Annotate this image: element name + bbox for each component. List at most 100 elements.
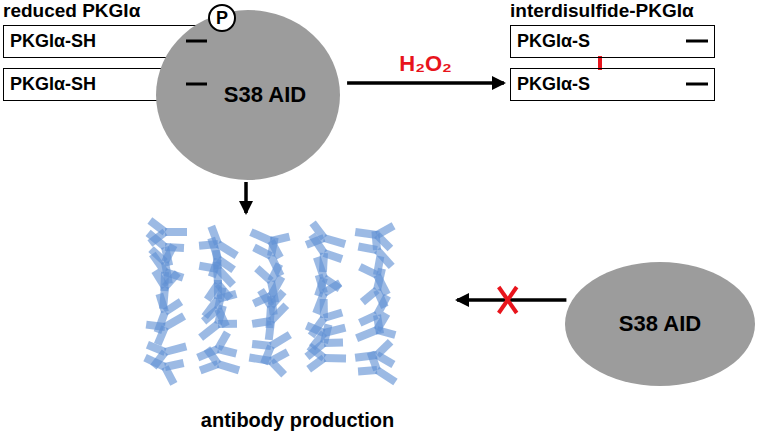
antibody-shape	[309, 346, 346, 369]
antibody-stem	[165, 228, 187, 236]
antibody-arm	[324, 283, 340, 293]
antibody-arm	[271, 237, 275, 256]
antibody-shape	[312, 235, 342, 272]
node-label: P	[216, 8, 228, 29]
protein-ellipse: S38 AID P	[156, 10, 340, 180]
antibody-stem	[211, 238, 218, 259]
antibody-arm	[324, 313, 342, 318]
antibody-arm	[360, 315, 377, 323]
antibody-shape	[358, 352, 395, 382]
antibody-shape	[358, 231, 391, 266]
edge-label: H₂O₂	[399, 51, 452, 77]
phospho-circle: P	[208, 4, 236, 32]
antibody-stem	[324, 238, 345, 244]
antibody-arm	[271, 361, 284, 375]
antibody-stem	[324, 328, 345, 333]
antibody-shape	[200, 349, 239, 371]
antibody-stem	[271, 335, 290, 346]
antibody-arm	[371, 352, 377, 370]
antibody-stem	[205, 299, 218, 317]
node-label: PKGIα-S	[511, 69, 714, 99]
antibody-shape	[211, 238, 233, 277]
antibody-arm	[218, 349, 236, 354]
arrow-connector	[347, 81, 504, 85]
antibody-stem	[377, 370, 395, 382]
antibody-stem	[316, 293, 324, 314]
antibody-arm	[377, 355, 393, 365]
antibody-stem	[165, 316, 184, 327]
cysteine-tick	[686, 83, 708, 86]
antibody-stem	[324, 354, 346, 362]
antibody-arm	[307, 326, 324, 333]
antibody-shape	[145, 358, 184, 384]
antibody-region: antibody production	[140, 215, 455, 433]
node-heading: reduced PKGIα	[3, 0, 214, 22]
antibody-stem	[251, 232, 271, 241]
antibody-shape	[205, 280, 237, 317]
antibody-stem	[218, 244, 237, 256]
antibody-shape	[254, 237, 281, 275]
antibody-shape	[357, 314, 396, 339]
antibody-stem	[312, 235, 324, 253]
antibody-arm	[212, 259, 218, 277]
antibody-arm	[362, 290, 377, 302]
node-label: PKGIα-S	[511, 26, 714, 56]
cysteine-tick	[186, 83, 207, 86]
ellipse-fill	[565, 262, 755, 386]
antibody-arm	[165, 367, 174, 384]
antibody-arm	[150, 221, 165, 232]
node-heading: antibody production	[201, 407, 394, 433]
antibody-shape	[249, 352, 287, 375]
cysteine-tick	[186, 40, 207, 43]
antibody-shape	[362, 269, 384, 308]
antibody-stem	[249, 358, 271, 361]
protein-ellipse: S38 AID	[565, 262, 755, 386]
antibody-arm	[375, 231, 377, 250]
antibody-arm	[254, 296, 271, 304]
antibody-arm	[147, 345, 165, 352]
antibody-arm	[165, 245, 174, 262]
antibody-stem	[357, 330, 377, 338]
arrow-connector	[244, 182, 248, 213]
cysteine-tick	[686, 40, 708, 43]
antibody-stem	[271, 256, 281, 276]
antibody-stem	[201, 324, 218, 338]
antibody-stem	[165, 262, 169, 284]
antibody-shape	[151, 245, 174, 284]
antibody-arm	[377, 330, 395, 335]
antibody-arm	[207, 349, 218, 364]
antibody-stem	[377, 269, 382, 290]
antibody-arm	[218, 320, 237, 328]
protein-box: PKGIα-S	[510, 25, 715, 58]
arrow-connector	[457, 298, 566, 302]
node-heading: interdisulfide-PKGIα	[510, 0, 759, 22]
antibody-shape	[316, 275, 340, 314]
node-group: interdisulfide-PKGIαPKGIα-S PKGIα-S	[510, 0, 759, 102]
node-label: S38 AID	[619, 311, 701, 337]
antibody-stem	[271, 277, 282, 296]
block-cross	[499, 287, 517, 313]
antibody-stem	[377, 250, 392, 266]
node-label: S38 AID	[224, 82, 306, 108]
antibody-shape	[146, 316, 184, 345]
antibody-arm	[252, 321, 271, 324]
antibody-stem	[163, 287, 165, 309]
antibody-stem	[218, 364, 239, 370]
antibody-stem	[148, 233, 165, 247]
block-cross	[499, 287, 517, 313]
antibody-arm	[323, 253, 324, 272]
ellipse-fill	[156, 10, 340, 180]
antibody-shape	[251, 232, 290, 258]
antibody-arm	[324, 338, 343, 347]
protein-box: PKGIα-S	[510, 68, 715, 101]
antibody-shape	[307, 326, 346, 348]
antibody-stem	[145, 358, 165, 367]
antibody-arm	[146, 325, 165, 327]
antibody-stem	[165, 346, 186, 352]
antibody-shape	[254, 277, 282, 315]
antibody-shape	[148, 233, 184, 266]
antibody-cluster	[145, 221, 395, 384]
antibody-arm	[218, 294, 236, 299]
antibody-arm	[252, 344, 271, 346]
